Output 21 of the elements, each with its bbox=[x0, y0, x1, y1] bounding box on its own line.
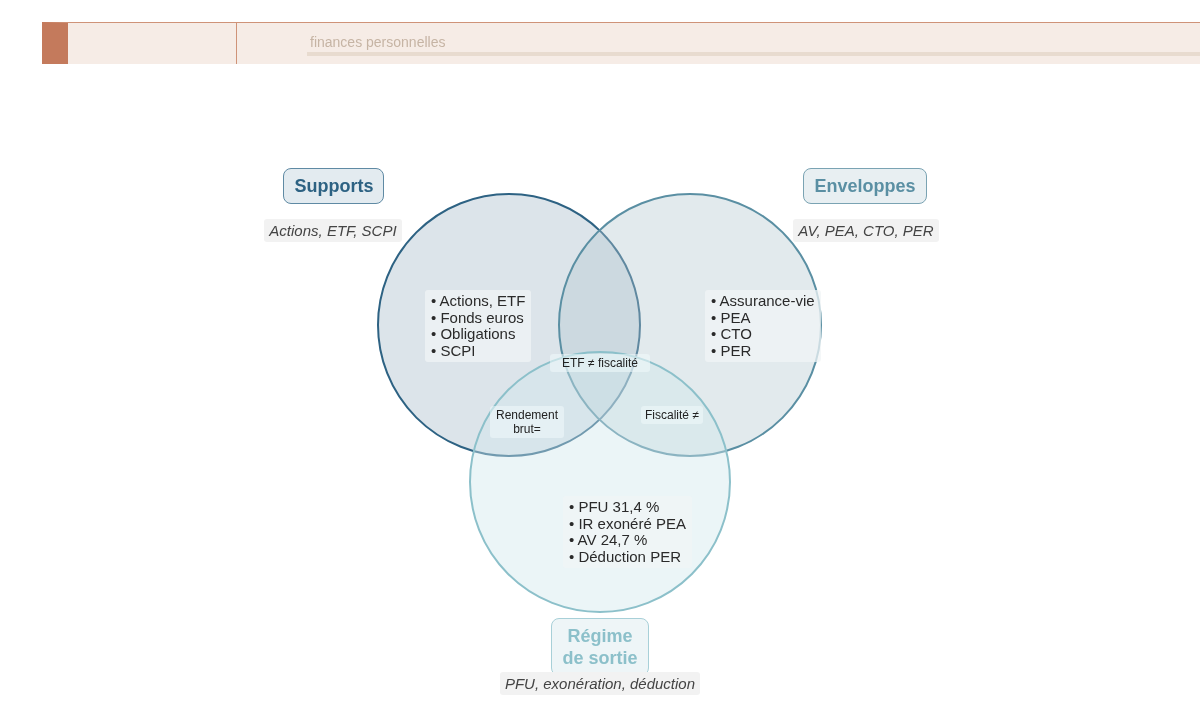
set-title-badge: Supports bbox=[283, 168, 385, 204]
set-title-badge: Enveloppes bbox=[803, 168, 927, 204]
set-subtitle: Actions, ETF, SCPI bbox=[264, 219, 402, 242]
overlap-label: ETF ≠ fiscalité bbox=[550, 354, 650, 372]
list-item: • Actions, ETF bbox=[431, 293, 526, 310]
list-item: • Assurance-vie bbox=[711, 293, 815, 310]
list-item: • Obligations bbox=[431, 326, 517, 343]
list-item: • SCPI bbox=[431, 342, 476, 359]
list-item: • Déduction PER bbox=[569, 548, 682, 565]
set-subtitle: PFU, exonération, déduction bbox=[499, 672, 701, 695]
list-item: • IR exonéré PEA bbox=[569, 515, 686, 532]
overlap-label: Fiscalité ≠ bbox=[641, 406, 703, 424]
overlap-label: Rendement brut= bbox=[490, 406, 564, 438]
tagline-text: finances personnelles bbox=[310, 34, 446, 50]
set-subtitle: AV, PEA, CTO, PER bbox=[793, 219, 939, 242]
list-item: • Fonds euros bbox=[431, 309, 525, 326]
list-item: • PFU 31,4 % bbox=[569, 499, 661, 516]
list-item: • PER bbox=[711, 342, 753, 359]
list-item: • PEA bbox=[711, 309, 752, 326]
list-item: • CTO bbox=[711, 326, 753, 343]
list-item: • AV 24,7 % bbox=[569, 532, 649, 549]
